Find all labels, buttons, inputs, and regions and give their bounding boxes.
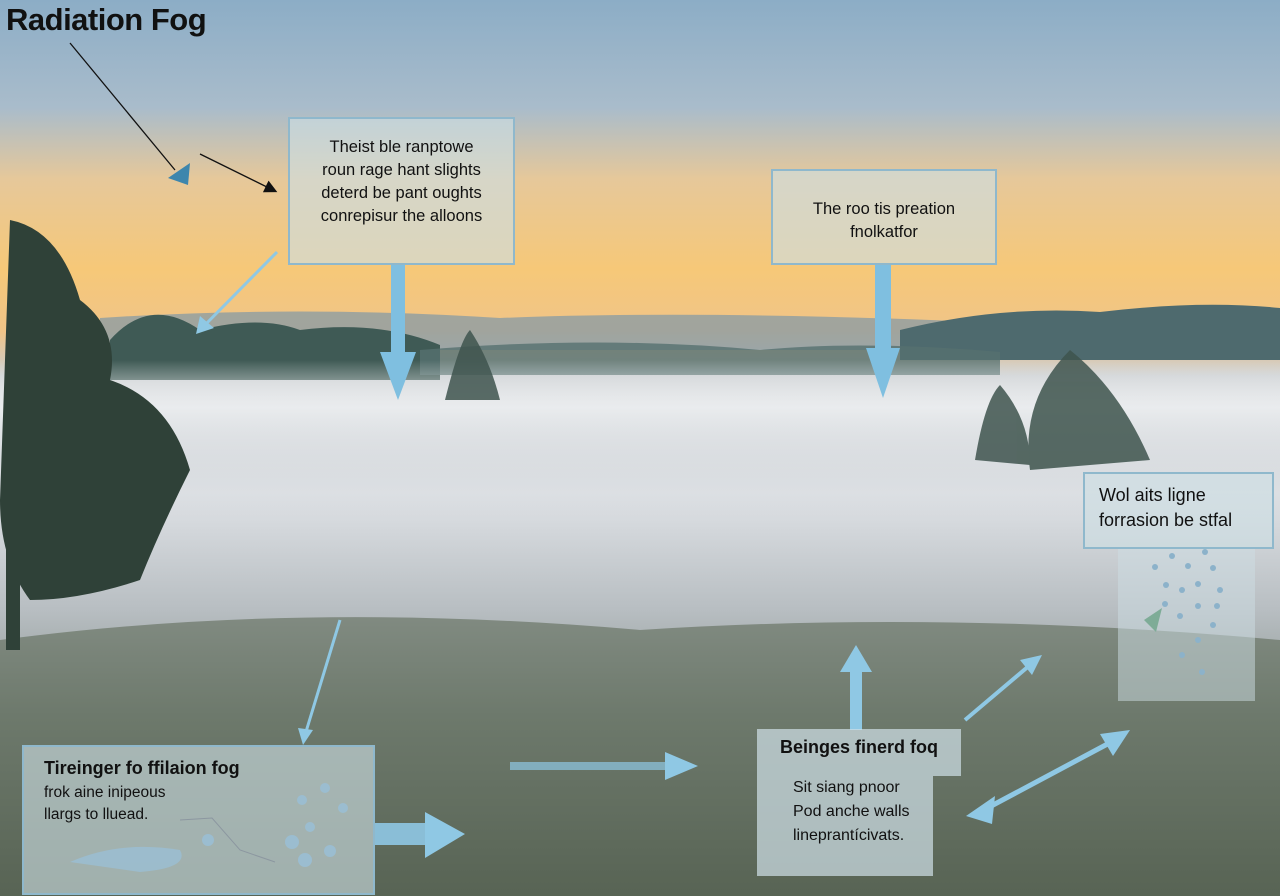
- callout-line: Pod anche walls: [793, 803, 910, 820]
- callout-line: Sit siang pnoor: [793, 779, 900, 796]
- droplet-panel: [1118, 549, 1255, 701]
- callout-line: The roo tis preation: [812, 200, 956, 218]
- callout-box-top-right: The roo tis preation fnolkatfor: [771, 169, 997, 265]
- callout-box-bottom-center-body: Sit siang pnoor Pod anche walls linepran…: [757, 776, 933, 876]
- callout-box-bottom-center-heading: Beinges finerd foq: [757, 729, 961, 776]
- pine-tree: [0, 220, 190, 650]
- callout-heading: Tireinger fo ffilaion fog: [44, 758, 240, 778]
- callout-heading: Beinges finerd foq: [779, 737, 938, 757]
- diagram-title: Radiation Fog: [6, 2, 207, 37]
- down-arrow: [380, 265, 416, 400]
- callout-box-bottom-left: Tireinger fo ffilaion fog frok aine inip…: [22, 745, 375, 895]
- callout-line: deterd be pant oughts: [321, 184, 482, 202]
- callout-box-top-left: Theist ble ranptowe roun rage hant sligh…: [288, 117, 515, 265]
- callout-box-right: Wol aits ligne forrasion be stfal: [1083, 472, 1274, 549]
- callout-line: lineprantícivats.: [793, 827, 905, 844]
- callout-line: forrasion be stfal: [1099, 510, 1233, 530]
- down-arrow: [866, 265, 900, 398]
- callout-line: fnolkatfor: [850, 223, 918, 241]
- callout-line: roun rage hant slights: [322, 161, 481, 179]
- callout-line: Wol aits ligne: [1099, 485, 1206, 505]
- callout-line: conrepisur the alloons: [320, 207, 483, 225]
- callout-line: frok aine inipeous: [44, 784, 166, 801]
- callout-line: Theist ble ranptowe: [329, 138, 474, 156]
- callout-line: llargs to lluead.: [44, 806, 149, 823]
